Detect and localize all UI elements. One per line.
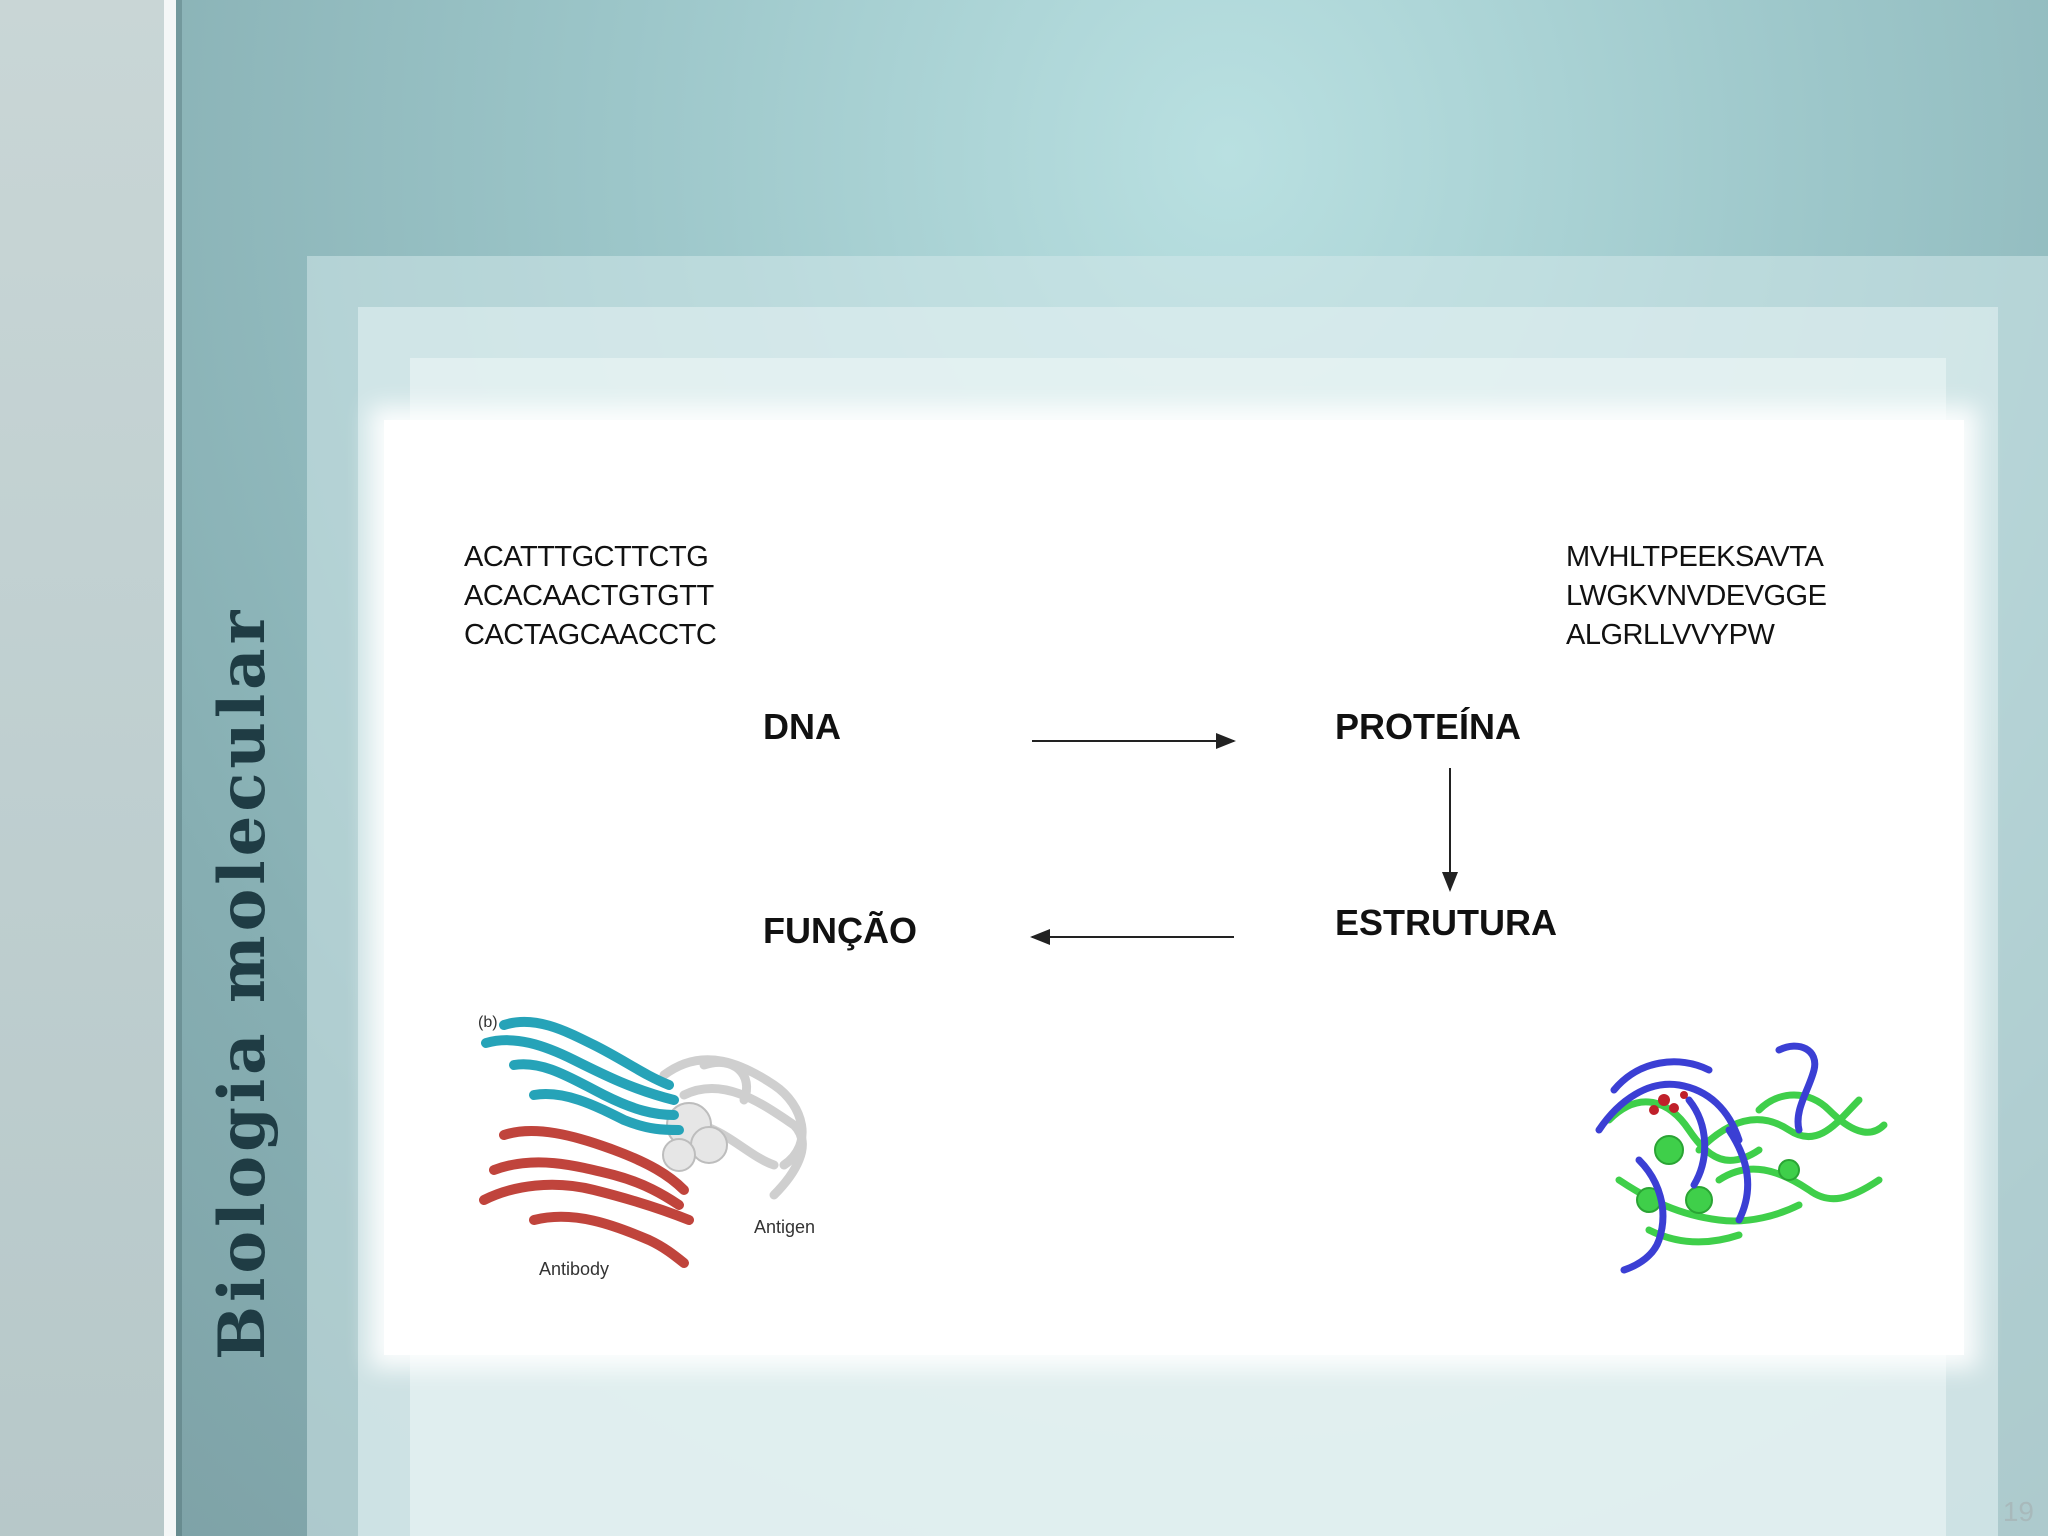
antibody-label: Antibody xyxy=(539,1259,609,1279)
protein-sequence-line: LWGKVNVDEVGGE xyxy=(1566,580,1827,612)
node-structure: ESTRUTURA xyxy=(1335,902,1557,943)
protein-sequence-line: ALGRLLVVYPW xyxy=(1566,619,1775,651)
ligand-red xyxy=(1649,1091,1688,1115)
antigen-ribbon xyxy=(659,1055,807,1200)
diagram-arrows xyxy=(1030,733,1458,945)
content-panel: ACATTTGCTTCTG ACACAACTGTGTT CACTAGCAACCT… xyxy=(384,420,1964,1355)
protein-sequence-line: MVHLTPEEKSAVTA xyxy=(1566,541,1824,573)
dna-sequence-line: CACTAGCAACCTC xyxy=(464,619,717,651)
antibody-cyan-ribbon xyxy=(481,1016,684,1135)
dna-sequence: ACATTTGCTTCTG ACACAACTGTGTT CACTAGCAACCT… xyxy=(464,538,717,655)
protein-blue-ribbon xyxy=(1595,1042,1819,1274)
left-sidebar-strip xyxy=(0,0,170,1536)
slide-title: Biologia molecular xyxy=(205,606,280,1360)
dna-sequence-line: ACACAACTGTGTT xyxy=(464,580,714,612)
panel-label: (b) xyxy=(478,1014,498,1031)
node-dna: DNA xyxy=(763,706,841,747)
protein-green-helices xyxy=(1636,1135,1800,1214)
left-divider-shadow xyxy=(176,0,182,1536)
node-function: FUNÇÃO xyxy=(763,910,917,951)
dna-sequence-line: ACATTTGCTTCTG xyxy=(464,541,709,573)
antibody-antigen-image: (b) xyxy=(478,1014,815,1279)
protein-sequence: MVHLTPEEKSAVTA LWGKVNVDEVGGE ALGRLLVVYPW xyxy=(1566,538,1827,655)
antigen-label: Antigen xyxy=(754,1217,815,1237)
antibody-red-ribbon xyxy=(479,1125,694,1268)
node-protein: PROTEÍNA xyxy=(1335,706,1522,747)
slide-number: 19 xyxy=(2002,1496,2034,1527)
left-divider xyxy=(164,0,176,1536)
protein-structure-image xyxy=(1595,1042,1888,1274)
